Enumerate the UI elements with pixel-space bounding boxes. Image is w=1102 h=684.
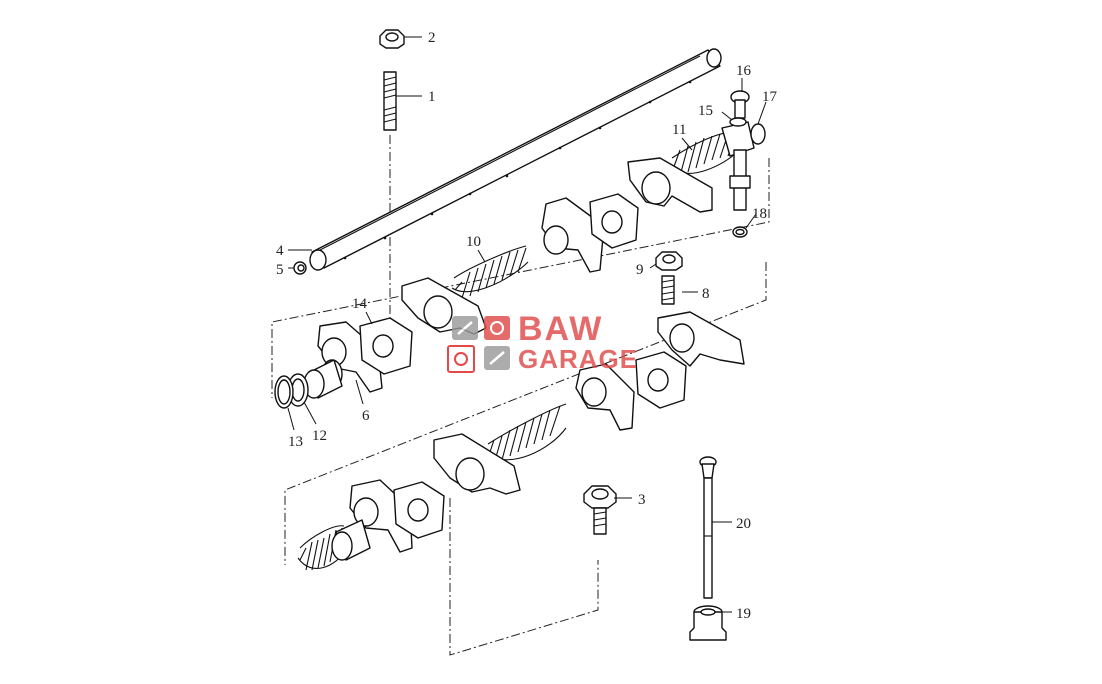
callout-2: 2 <box>428 30 436 46</box>
callout-17: 17 <box>762 89 778 105</box>
watermark-brand-line2: GARAGE <box>518 344 638 374</box>
spacer-left <box>303 359 343 399</box>
rocker-arm-upper-mid <box>541 197 605 273</box>
shaft-support-mid-lower <box>635 351 687 409</box>
fitting-bolt-16 <box>730 90 750 119</box>
callout-9: 9 <box>636 262 644 278</box>
callout-15: 15 <box>698 103 713 119</box>
callout-12: 12 <box>312 428 327 444</box>
callout-3: 3 <box>638 492 646 508</box>
flange-bolt <box>583 485 617 535</box>
circlip-13 <box>274 375 294 409</box>
shaft-plug <box>293 261 307 275</box>
leader-lines <box>287 36 767 613</box>
callout-18: 18 <box>752 206 767 222</box>
rocker-arm-lower-center <box>433 433 521 495</box>
watermark: BAW GARAGE <box>447 310 638 374</box>
oil-fitting <box>721 121 766 211</box>
tappet <box>689 605 727 641</box>
rocker-arm-upper-right <box>627 157 713 213</box>
callout-5: 5 <box>276 262 284 278</box>
callout-13: 13 <box>288 434 303 450</box>
shaft-support-upper-mid <box>589 193 639 249</box>
callout-11: 11 <box>672 122 686 138</box>
callout-16: 16 <box>736 63 752 79</box>
spacer-lower <box>331 519 371 561</box>
callout-labels: 1 2 3 4 5 6 8 9 10 11 12 13 14 15 16 17 … <box>276 30 778 622</box>
rocker-shaft <box>309 48 722 271</box>
stud-bolt <box>383 71 397 131</box>
hex-nut <box>379 29 405 49</box>
callout-14: 14 <box>352 296 368 312</box>
push-rod <box>699 456 717 599</box>
callout-8: 8 <box>702 286 710 302</box>
callout-10: 10 <box>466 234 481 250</box>
adjusting-screw <box>661 275 675 305</box>
rocker-arm-right-lower <box>657 311 745 367</box>
rocker-arm-mid-lower <box>575 363 635 431</box>
adjusting-nut <box>655 251 683 271</box>
spring-10 <box>451 245 529 299</box>
shaft-support-lower <box>393 481 445 539</box>
callout-20: 20 <box>736 516 751 532</box>
callout-4: 4 <box>276 243 284 259</box>
spring-lower-mid <box>485 403 567 465</box>
wm-gear-icon <box>484 316 510 340</box>
wm-tools-icon <box>447 345 475 373</box>
callout-6: 6 <box>362 408 370 424</box>
assembly-guide-lines <box>271 135 770 656</box>
washer-15 <box>729 117 747 127</box>
callout-1: 1 <box>428 89 436 105</box>
o-ring-18 <box>732 226 748 238</box>
callout-19: 19 <box>736 606 751 622</box>
shaft-support-14 <box>359 317 413 375</box>
watermark-brand-line1: BAW <box>518 310 603 348</box>
